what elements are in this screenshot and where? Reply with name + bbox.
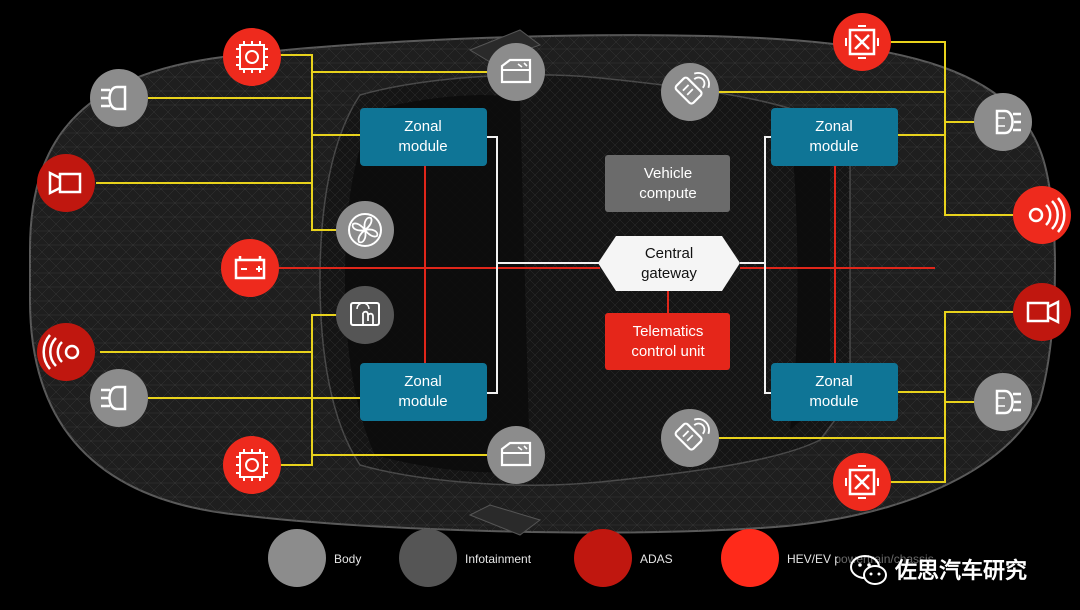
svg-text:Telematics: Telematics	[633, 323, 704, 340]
taillight-icon	[974, 373, 1032, 431]
svg-text:control unit: control unit	[631, 343, 705, 360]
legend: Body Infotainment ADAS HEV/EV powertrain…	[268, 529, 934, 587]
zonal-module-bottom-right: Zonal module	[771, 363, 898, 421]
powertrain-wiring	[278, 165, 935, 363]
battery-icon	[221, 239, 279, 297]
svg-text:Infotainment: Infotainment	[465, 552, 532, 566]
legend-swatch	[721, 529, 779, 587]
headlight-icon	[90, 69, 148, 127]
window-icon	[487, 43, 545, 101]
wechat-logo-icon	[850, 555, 887, 585]
svg-text:compute: compute	[639, 185, 697, 202]
backbone-wiring	[487, 136, 773, 394]
legend-swatch	[399, 529, 457, 587]
svg-text:Body: Body	[334, 552, 361, 566]
camera-icon	[1013, 283, 1071, 341]
svg-text:Zonal: Zonal	[404, 118, 442, 135]
zonal-module-top-left: Zonal module	[360, 108, 487, 166]
legend-item-body: Body	[268, 529, 361, 587]
svg-text:module: module	[809, 393, 858, 410]
svg-text:Zonal: Zonal	[815, 373, 853, 390]
svg-text:ADAS: ADAS	[640, 552, 673, 566]
svg-text:module: module	[398, 138, 447, 155]
legend-swatch	[574, 529, 632, 587]
brake-icon	[833, 13, 891, 71]
zonal-module-bottom-left: Zonal module	[360, 363, 487, 421]
svg-text:module: module	[809, 138, 858, 155]
svg-text:Vehicle: Vehicle	[644, 165, 692, 182]
taillight-icon	[974, 93, 1032, 151]
legend-swatch	[268, 529, 326, 587]
ecu-chip-icon	[223, 28, 281, 86]
brake-icon	[833, 453, 891, 511]
headlight-icon	[90, 369, 148, 427]
window-icon	[487, 426, 545, 484]
touchscreen-icon	[336, 286, 394, 344]
key-fob-icon	[661, 409, 719, 467]
fan-icon	[336, 201, 394, 259]
watermark: 佐思汽车研究	[838, 545, 1073, 595]
ecu-chip-icon	[223, 436, 281, 494]
svg-text:佐思汽车研究: 佐思汽车研究	[894, 558, 1027, 584]
svg-text:gateway: gateway	[641, 265, 697, 282]
svg-text:Zonal: Zonal	[815, 118, 853, 135]
svg-text:Zonal: Zonal	[404, 373, 442, 390]
vehicle-compute-box: Vehicle compute	[605, 155, 730, 212]
legend-item-infotainment: Infotainment	[399, 529, 532, 587]
central-gateway-hexagon: Central gateway	[598, 236, 740, 291]
legend-item-adas: ADAS	[574, 529, 673, 587]
svg-text:Central: Central	[645, 245, 693, 262]
radar-icon	[1013, 186, 1071, 244]
svg-text:module: module	[398, 393, 447, 410]
zonal-module-top-right: Zonal module	[771, 108, 898, 166]
body-wiring	[96, 41, 1015, 483]
radar-icon	[37, 323, 95, 381]
camera-icon	[37, 154, 95, 212]
key-fob-icon	[661, 63, 719, 121]
telematics-control-unit-box: Telematics control unit	[605, 313, 730, 370]
